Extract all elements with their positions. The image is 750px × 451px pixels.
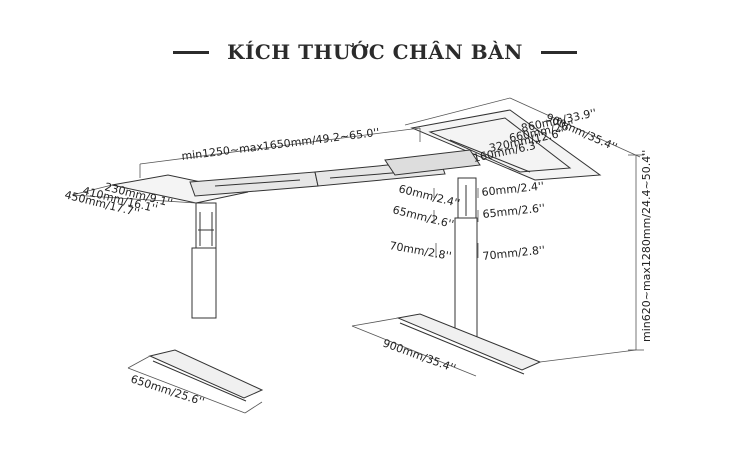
dim-col-mid-right: 65mm/2.6'' xyxy=(482,202,546,221)
title-rule-left xyxy=(173,50,210,54)
dim-height-range: min620~max1280mm/24.4~50.4'' xyxy=(640,150,653,342)
crossbar-beam xyxy=(189,171,319,197)
dim-width-range: min1250~max1650mm/49.2~65.0'' xyxy=(181,126,380,163)
dim-col-low-left: 70mm/2.8'' xyxy=(388,239,452,263)
dim-col-upper-right: 60mm/2.4'' xyxy=(481,180,545,199)
left-column-upper xyxy=(195,202,217,249)
dim-col-mid-left: 65mm/2.6'' xyxy=(391,203,455,231)
page-title: KÍCH THƯỚC CHÂN BÀN xyxy=(227,40,523,64)
right-column-lower xyxy=(454,217,478,339)
left-foot xyxy=(148,349,264,399)
right-bracket xyxy=(384,149,481,176)
right-arm-plate xyxy=(410,109,602,181)
title-row: KÍCH THƯỚC CHÂN BÀN xyxy=(0,34,750,70)
title-rule-right xyxy=(540,50,577,54)
dim-foot-left: 650mm/25.6'' xyxy=(129,372,206,408)
left-column-middle xyxy=(191,247,217,319)
dim-col-low-right: 70mm/2.8'' xyxy=(482,244,546,263)
